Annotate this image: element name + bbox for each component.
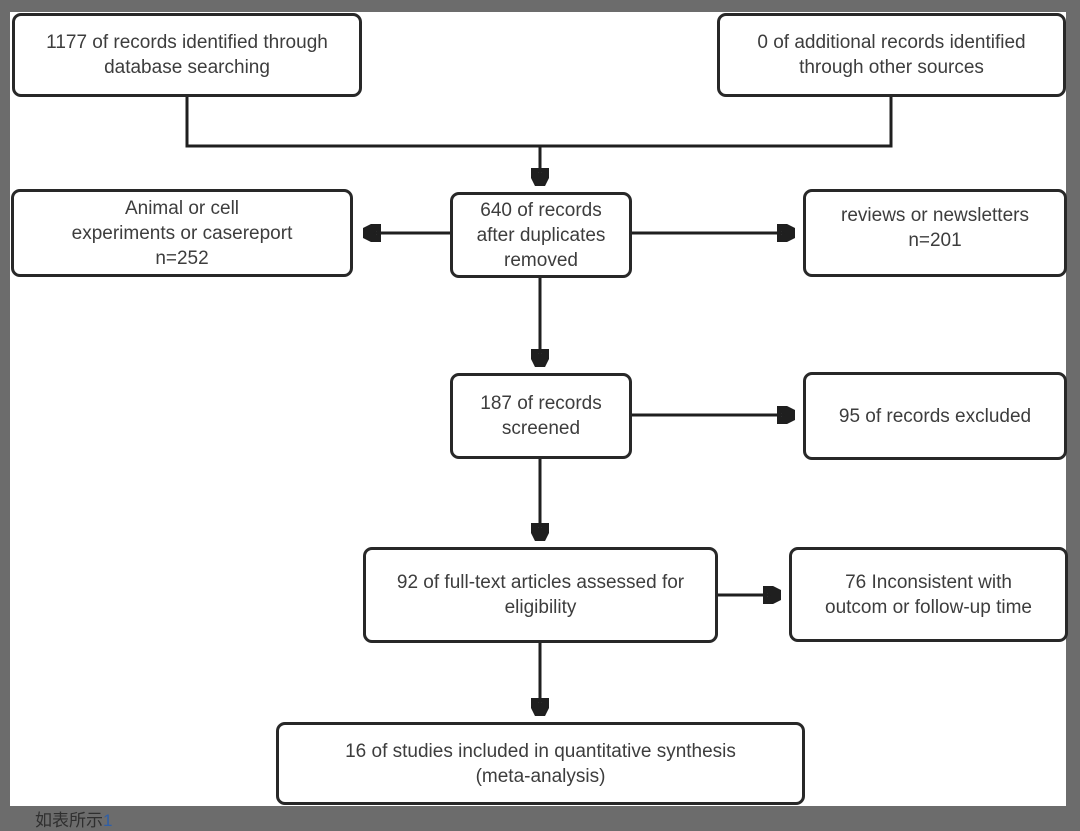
box-line: through other sources	[799, 57, 984, 78]
box-line: after duplicates	[476, 224, 606, 246]
caption-label: 如表所示	[35, 811, 103, 830]
caption-number: 1	[103, 811, 113, 830]
box-line: 187 of records	[480, 393, 602, 414]
box-line: Animal or cell	[124, 197, 240, 219]
box-line: 1177 of records identified through	[46, 32, 328, 53]
box-line: 76 Inconsistent with	[845, 571, 1012, 593]
box-fulltext-assessed: 92 of full-text articles assessed for el…	[363, 547, 718, 643]
box-line: n=252	[155, 247, 209, 269]
box-inconsistent-outcome: 76 Inconsistent with outcom or follow-up…	[789, 547, 1068, 642]
box-line: n=201	[908, 230, 962, 251]
box-line: 95 of records excluded	[838, 405, 1032, 427]
box-line: 16 of studies included in quantitative s…	[345, 740, 736, 762]
box-animal-cell-excluded: Animal or cell experiments or casereport…	[11, 189, 353, 277]
box-line: 92 of full-text articles assessed for	[396, 572, 685, 593]
box-line: 0 of additional records identified	[757, 32, 1026, 53]
box-line: reviews or newsletters	[841, 205, 1029, 226]
box-line: (meta-analysis)	[475, 765, 606, 787]
box-reviews-newsletters: reviews or newsletters n=201	[803, 189, 1067, 277]
box-line: outcom or follow-up time	[825, 596, 1032, 618]
box-line: eligibility	[504, 597, 577, 618]
box-studies-included: 16 of studies included in quantitative s…	[276, 722, 805, 805]
box-line: experiments or casereport	[71, 222, 293, 244]
box-line: screened	[501, 418, 581, 439]
box-line: database searching	[104, 57, 270, 78]
box-after-duplicates: 640 of records after duplicates removed	[450, 192, 632, 278]
box-records-screened: 187 of records screened	[450, 373, 632, 459]
box-line: 640 of records	[480, 199, 602, 221]
box-additional-records: 0 of additional records identified throu…	[717, 13, 1066, 97]
box-records-identified: 1177 of records identified through datab…	[12, 13, 362, 97]
box-line: removed	[504, 249, 578, 271]
box-records-excluded: 95 of records excluded	[803, 372, 1067, 460]
